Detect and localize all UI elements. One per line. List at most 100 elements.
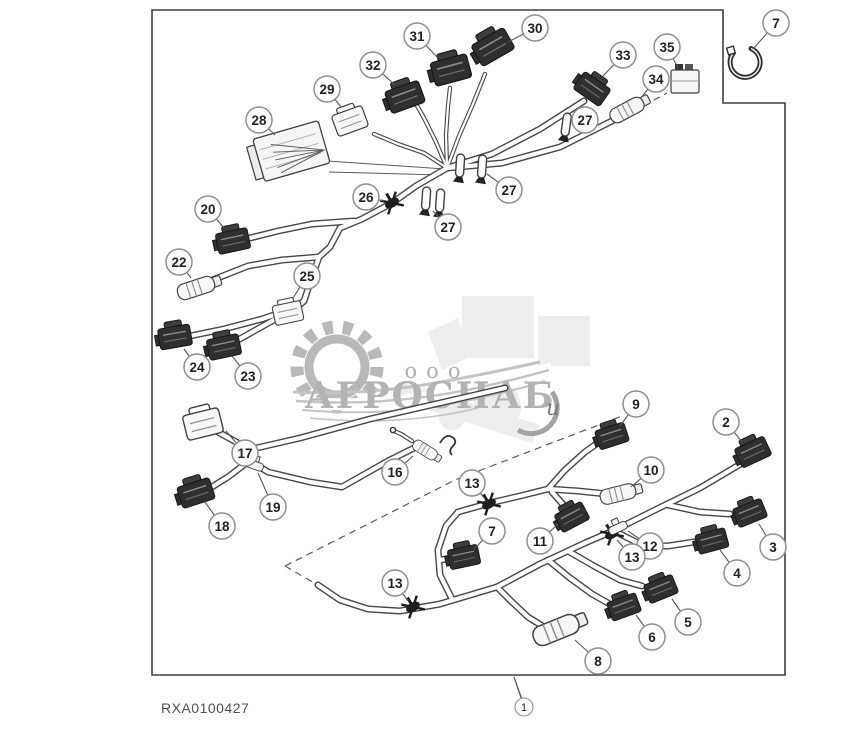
harness-tube-core [665,502,733,517]
clip-27-strap [474,154,488,185]
connector-rib [185,282,192,299]
connector-rib [608,488,614,504]
connector-34 [609,94,651,124]
callout-7: 7 [752,9,790,50]
callout-number: 9 [632,397,640,412]
callout-circle [359,51,387,79]
harness-wire-core [445,72,487,170]
callout-number: 23 [240,369,256,384]
callout-number: 29 [319,82,334,97]
connector-detail [213,346,236,353]
harness-tube-core [545,437,605,492]
callout-number: 11 [533,534,548,549]
callout-number: 4 [733,566,741,581]
callout-number: 33 [615,48,631,63]
watermark-combine-tank [538,316,590,366]
connector-rib [556,618,566,638]
clamp-body [385,197,399,209]
callout-circle [526,527,554,555]
connector-rib [191,280,198,297]
connector-detail [600,428,622,437]
watermark-swoosh-line [292,360,541,395]
callout-circle [622,390,650,418]
connector-body [412,439,438,461]
callout-9: 9 [619,390,650,427]
callout-circle [653,33,681,61]
connector-detail [649,580,670,591]
thin-line [327,160,446,170]
callout-circle [259,493,287,521]
diagram-border [151,9,786,676]
connector-detail [438,69,465,78]
harness-tube-core [249,385,508,452]
figure-id-label: RXA0100427 [161,700,249,716]
connector-body [573,71,611,107]
connector-detail [563,513,584,525]
callout-number: 3 [769,540,777,555]
harness-wire-core [413,100,449,170]
connector-5 [641,571,679,604]
wire-coil [439,434,457,456]
callout-circle [514,697,534,717]
callout-circle [637,456,665,484]
callout-circle [458,469,486,497]
callout-number: 27 [501,183,516,198]
clip-27-strap [452,153,466,184]
callout-circle [381,569,409,597]
callout-circle [245,106,273,134]
callout-18: 18 [204,501,236,540]
callout-27: 27 [486,173,523,204]
callout-27: 27 [432,210,462,241]
callout-number: 25 [299,269,315,284]
connector-rib [616,106,625,121]
connector-detail [394,95,419,105]
connector-detail [189,416,215,425]
callout-29: 29 [313,75,342,108]
callout-30: 30 [507,14,549,43]
callout-circle [584,647,612,675]
connector-30 [469,26,515,67]
hook-highlight [729,47,761,79]
connector-detail [743,449,765,460]
callout-number: 35 [659,40,675,55]
watermark-combine-body [462,296,534,358]
connector-31 [426,49,473,87]
callout-number: 2 [722,415,730,430]
connector-wire-fan [270,144,325,151]
callout-number: 13 [624,550,640,565]
callout-circle [165,248,193,276]
connector-11 [552,499,590,533]
harness-tube-core [444,98,587,171]
connector-detail [580,84,601,99]
connector-detail [452,550,474,557]
connector-body [157,323,193,351]
connector-detail [702,540,724,547]
callout-22: 22 [165,248,193,279]
connector-23 [202,329,242,361]
callout-circle [293,262,321,290]
connector-detail [183,484,207,494]
connector-body [694,527,730,555]
ring-terminal [389,426,397,434]
connector-detail [278,313,299,320]
connector-detail [740,443,763,455]
watermark-combine-cab [428,318,472,370]
callout-circle [183,353,211,381]
callout-20: 20 [194,195,225,229]
callout-13: 13 [616,539,646,571]
connector-22 [176,275,223,301]
connector-rib [542,624,552,644]
callout-number: 16 [387,465,403,480]
clamp-13 [476,492,502,516]
connector-body [532,613,580,647]
watermark-graphics [290,296,590,443]
strap-loop [476,154,488,179]
callout-number: 5 [684,615,692,630]
connector-body [215,227,251,255]
connector-rib [424,446,431,457]
callout-16: 16 [381,455,414,486]
connector-4 [692,524,730,555]
callout-circle [381,458,409,486]
dashed-line [284,415,623,567]
harness-tube-core [315,582,500,614]
